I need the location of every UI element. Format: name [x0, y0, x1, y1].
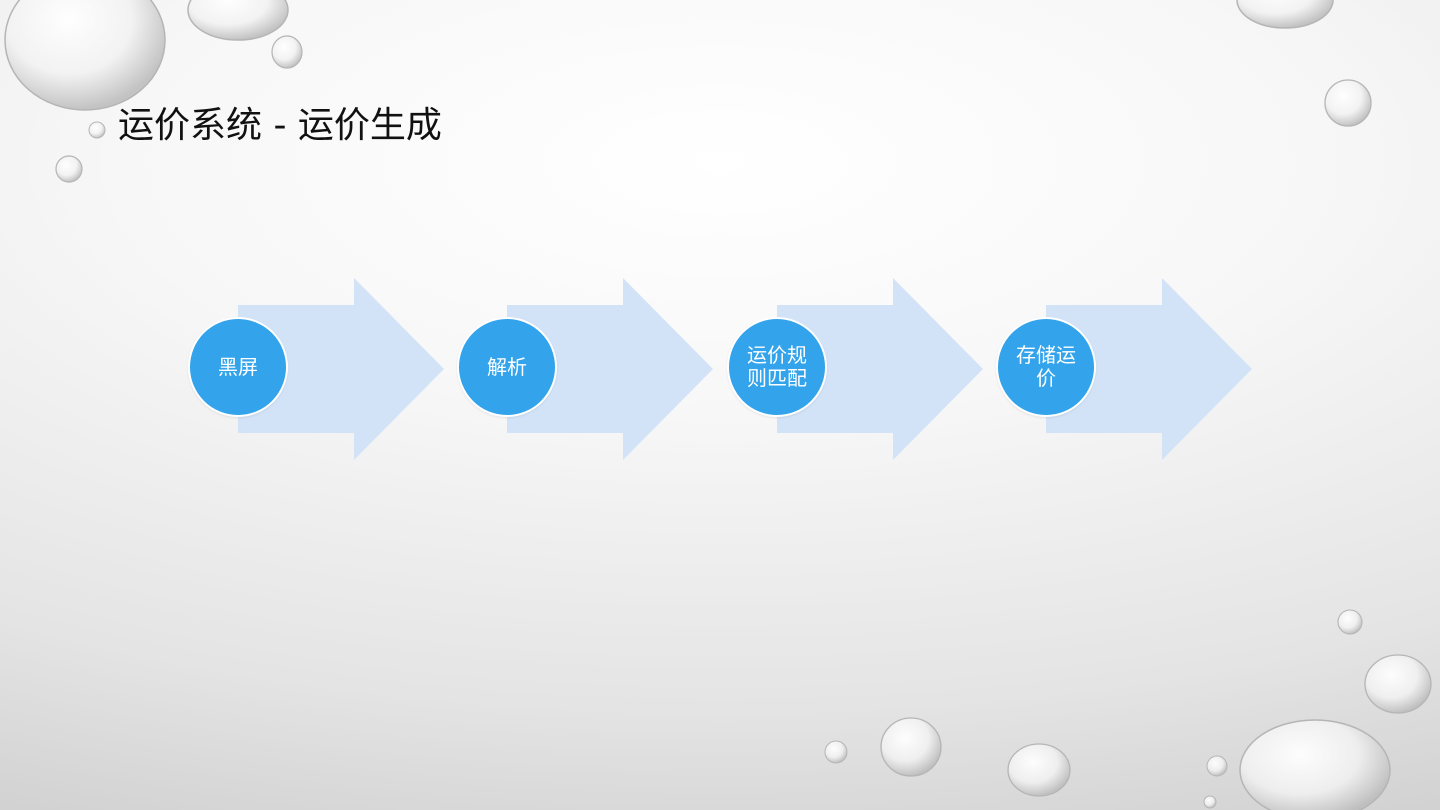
- step-label: 存储运价: [1008, 344, 1084, 390]
- process-step-2: 解析: [457, 278, 727, 460]
- process-step-1: 黑屏: [188, 278, 458, 460]
- slide-title: 运价系统 - 运价生成: [118, 96, 442, 148]
- step-circle: 运价规则匹配: [727, 317, 827, 417]
- process-step-4: 存储运价: [996, 278, 1266, 460]
- step-circle: 解析: [457, 317, 557, 417]
- process-step-3: 运价规则匹配: [727, 278, 997, 460]
- step-circle: 存储运价: [996, 317, 1096, 417]
- step-label: 黑屏: [218, 356, 258, 379]
- step-label: 运价规则匹配: [739, 344, 815, 390]
- step-circle: 黑屏: [188, 317, 288, 417]
- step-label: 解析: [487, 356, 527, 379]
